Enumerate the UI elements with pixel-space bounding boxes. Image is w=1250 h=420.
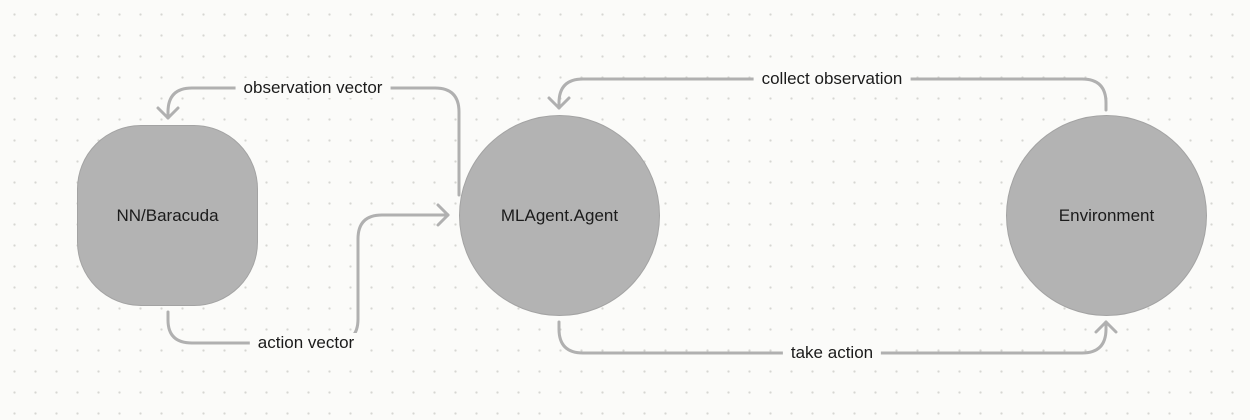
edge-label-action-vector: action vector bbox=[249, 333, 363, 353]
take-action-arrowhead bbox=[1094, 320, 1118, 334]
edge-label-take-action: take action bbox=[782, 343, 882, 363]
edge-label-observation-vector: observation vector bbox=[235, 78, 391, 98]
node-environment-label: Environment bbox=[1058, 205, 1155, 225]
node-mlagent-agent[interactable]: MLAgent.Agent bbox=[459, 115, 660, 316]
collect-observation-arrowhead bbox=[547, 96, 571, 110]
node-mlagent-agent-label: MLAgent.Agent bbox=[500, 205, 619, 225]
node-nn-baracuda[interactable]: NN/Baracuda bbox=[77, 125, 258, 306]
node-environment[interactable]: Environment bbox=[1006, 115, 1207, 316]
edge-label-collect-observation: collect observation bbox=[753, 69, 911, 89]
node-nn-baracuda-label: NN/Baracuda bbox=[116, 205, 219, 225]
observation-vector-arrowhead bbox=[156, 106, 180, 120]
action-vector-arrowhead bbox=[436, 203, 450, 227]
